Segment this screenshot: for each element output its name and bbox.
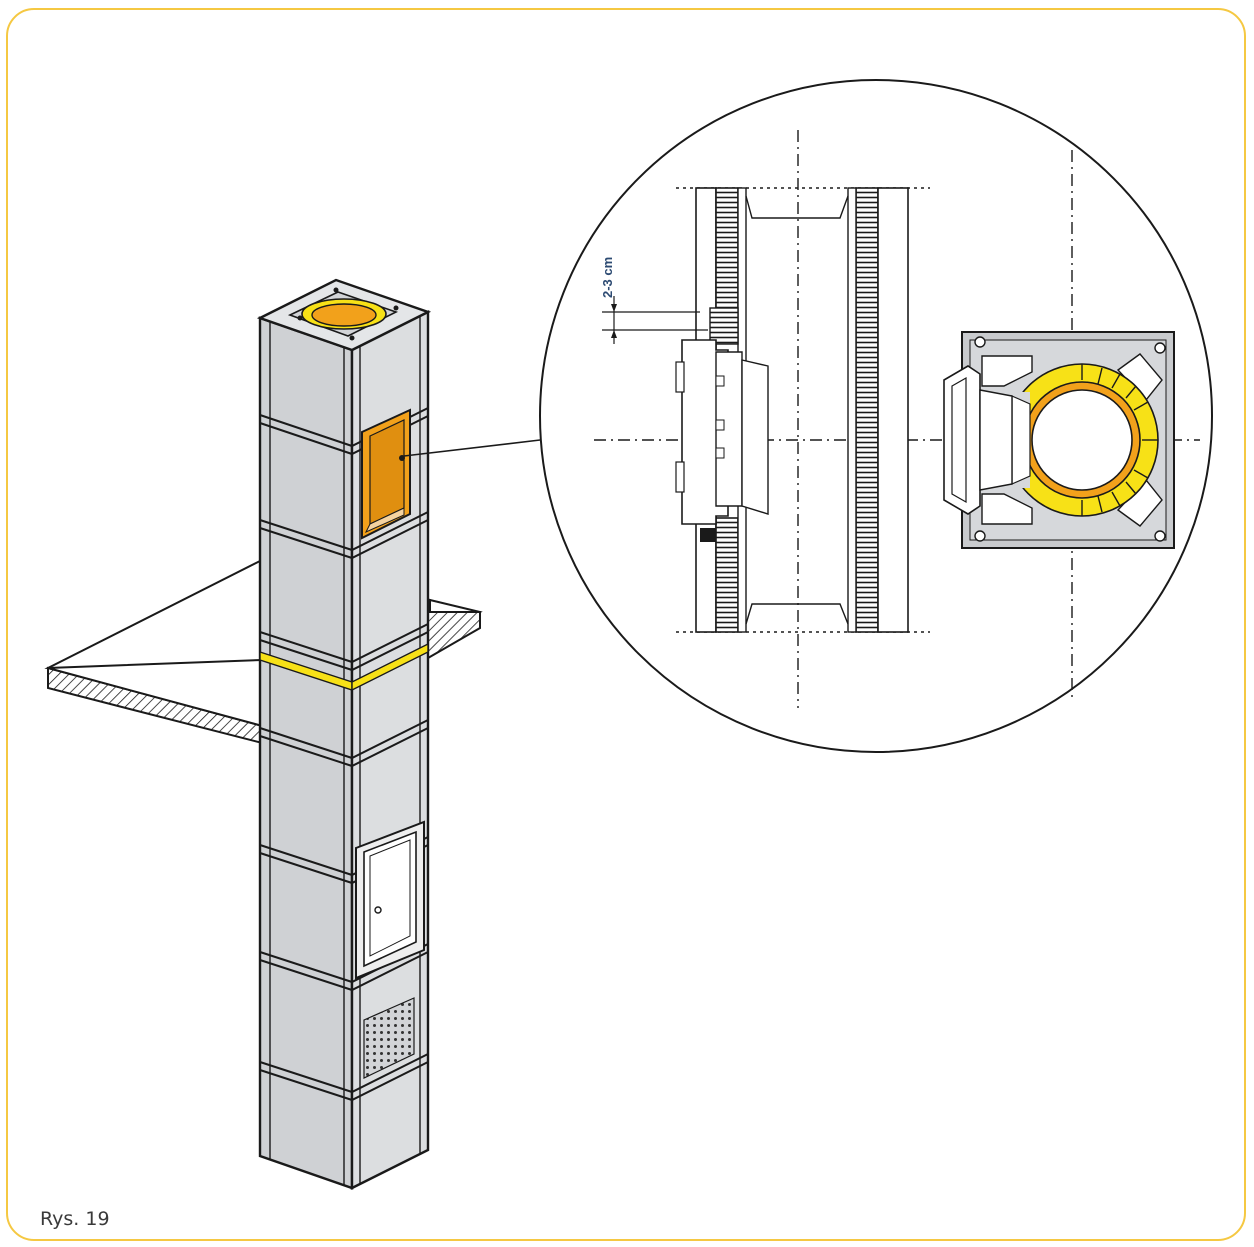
cutaway-section — [361, 408, 411, 540]
dimension-label: 2-3 cm — [600, 257, 615, 298]
vent-grille-icon — [363, 997, 415, 1079]
figure-caption: Rys. 19 — [40, 1208, 110, 1230]
chimney-top — [256, 278, 432, 352]
chimney-column — [258, 310, 430, 1190]
cleanout-door-icon — [355, 820, 425, 980]
figure-frame — [6, 8, 1246, 1241]
detail-magnifier: 2-3 cm — [539, 79, 1213, 753]
chimney-section — [675, 187, 909, 633]
leader-line — [403, 439, 541, 457]
dimension-marker: 2-3 cm — [600, 257, 708, 344]
plan-view — [943, 331, 1175, 549]
